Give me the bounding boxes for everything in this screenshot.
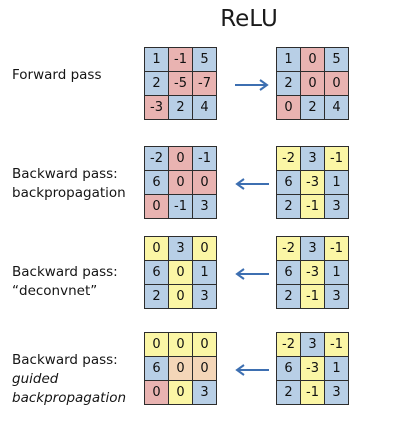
matrix-cell: 0 xyxy=(325,72,348,95)
row-label-line: backpropagation xyxy=(12,390,127,406)
arrow-left-icon xyxy=(235,364,269,376)
matrix-cell: 0 xyxy=(169,171,192,194)
matrix-cell: 1 xyxy=(325,171,348,194)
matrix-cell: 0 xyxy=(145,195,168,218)
matrix-cell: 0 xyxy=(169,147,192,170)
row-label-line: guided xyxy=(12,371,59,387)
matrix-cell: 2 xyxy=(277,285,300,308)
matrix-cell: -1 xyxy=(169,48,192,71)
matrix-cell: 2 xyxy=(145,285,168,308)
matrix-cell: 0 xyxy=(277,96,300,119)
arrow-left-icon xyxy=(235,268,269,280)
matrix-cell: 3 xyxy=(301,333,324,356)
matrix-cell: 6 xyxy=(277,261,300,284)
matrix-cell: 1 xyxy=(277,48,300,71)
matrix-cell: -5 xyxy=(169,72,192,95)
matrix-cell: 4 xyxy=(325,96,348,119)
matrix-cell: -2 xyxy=(145,147,168,170)
row-label: Forward pass xyxy=(12,66,102,85)
arrow-left-icon xyxy=(235,178,269,190)
matrix-cell: 6 xyxy=(145,357,168,380)
row-label-line: Backward pass: xyxy=(12,264,118,280)
matrix-cell: 0 xyxy=(169,357,192,380)
matrix-cell: 6 xyxy=(145,261,168,284)
matrix-cell: 0 xyxy=(145,381,168,404)
matrix-cell: 3 xyxy=(301,147,324,170)
matrix-cell: 1 xyxy=(325,357,348,380)
matrix-cell: 6 xyxy=(277,357,300,380)
matrix-cell: 3 xyxy=(193,195,216,218)
matrix-cell: 0 xyxy=(193,333,216,356)
matrix-cell: 3 xyxy=(325,285,348,308)
row-label: Backward pass: backpropagation xyxy=(12,165,126,203)
matrix-cell: -1 xyxy=(169,195,192,218)
matrix-cell: 0 xyxy=(145,237,168,260)
matrix-cell: -3 xyxy=(145,96,168,119)
matrix-cell: 2 xyxy=(145,72,168,95)
diagram-title: ReLU xyxy=(220,6,278,32)
matrix-cell: 2 xyxy=(169,96,192,119)
matrix-cell: -1 xyxy=(325,333,348,356)
row-label-line: Forward pass xyxy=(12,67,102,83)
matrix-cell: -1 xyxy=(301,195,324,218)
matrix-cell: 4 xyxy=(193,96,216,119)
row-label: Backward pass: “deconvnet” xyxy=(12,263,118,301)
matrix-cell: 0 xyxy=(193,357,216,380)
row-label-line: Backward pass: xyxy=(12,166,118,182)
row-label-line: “deconvnet” xyxy=(12,283,98,299)
matrix-cell: 2 xyxy=(277,381,300,404)
matrix-cell: -7 xyxy=(193,72,216,95)
row-label-line: Backward pass: xyxy=(12,352,118,368)
matrix-cell: 3 xyxy=(169,237,192,260)
matrix-cell: -3 xyxy=(301,171,324,194)
matrix-cell: -1 xyxy=(325,237,348,260)
matrix-cell: 3 xyxy=(325,381,348,404)
matrix-cell: 0 xyxy=(169,381,192,404)
matrix-cell: 0 xyxy=(145,333,168,356)
arrow-right-icon xyxy=(235,79,269,91)
matrix-cell: 1 xyxy=(193,261,216,284)
matrix-cell: 5 xyxy=(325,48,348,71)
matrix-cell: 3 xyxy=(325,195,348,218)
matrix-cell: 0 xyxy=(193,237,216,260)
matrix-cell: 5 xyxy=(193,48,216,71)
matrix-cell: 6 xyxy=(277,171,300,194)
matrix-cell: 3 xyxy=(193,285,216,308)
matrix-cell: -1 xyxy=(301,285,324,308)
matrix-cell: 6 xyxy=(145,171,168,194)
matrix-cell: -1 xyxy=(301,381,324,404)
matrix-cell: -2 xyxy=(277,147,300,170)
matrix-cell: 0 xyxy=(169,285,192,308)
matrix-cell: 0 xyxy=(169,261,192,284)
matrix-cell: 2 xyxy=(277,72,300,95)
row-label-line: backpropagation xyxy=(12,185,126,201)
matrix-cell: 2 xyxy=(301,96,324,119)
matrix-cell: 0 xyxy=(193,171,216,194)
matrix-cell: 2 xyxy=(277,195,300,218)
matrix-cell: -2 xyxy=(277,333,300,356)
matrix-cell: 0 xyxy=(301,72,324,95)
matrix-cell: -1 xyxy=(325,147,348,170)
row-label: Backward pass: guided backpropagation xyxy=(12,351,126,408)
matrix-cell: 1 xyxy=(145,48,168,71)
matrix-cell: -1 xyxy=(193,147,216,170)
matrix-cell: 3 xyxy=(301,237,324,260)
matrix-cell: 3 xyxy=(193,381,216,404)
matrix-cell: 0 xyxy=(301,48,324,71)
matrix-cell: 0 xyxy=(169,333,192,356)
matrix-cell: 1 xyxy=(325,261,348,284)
matrix-cell: -3 xyxy=(301,261,324,284)
matrix-cell: -2 xyxy=(277,237,300,260)
matrix-cell: -3 xyxy=(301,357,324,380)
